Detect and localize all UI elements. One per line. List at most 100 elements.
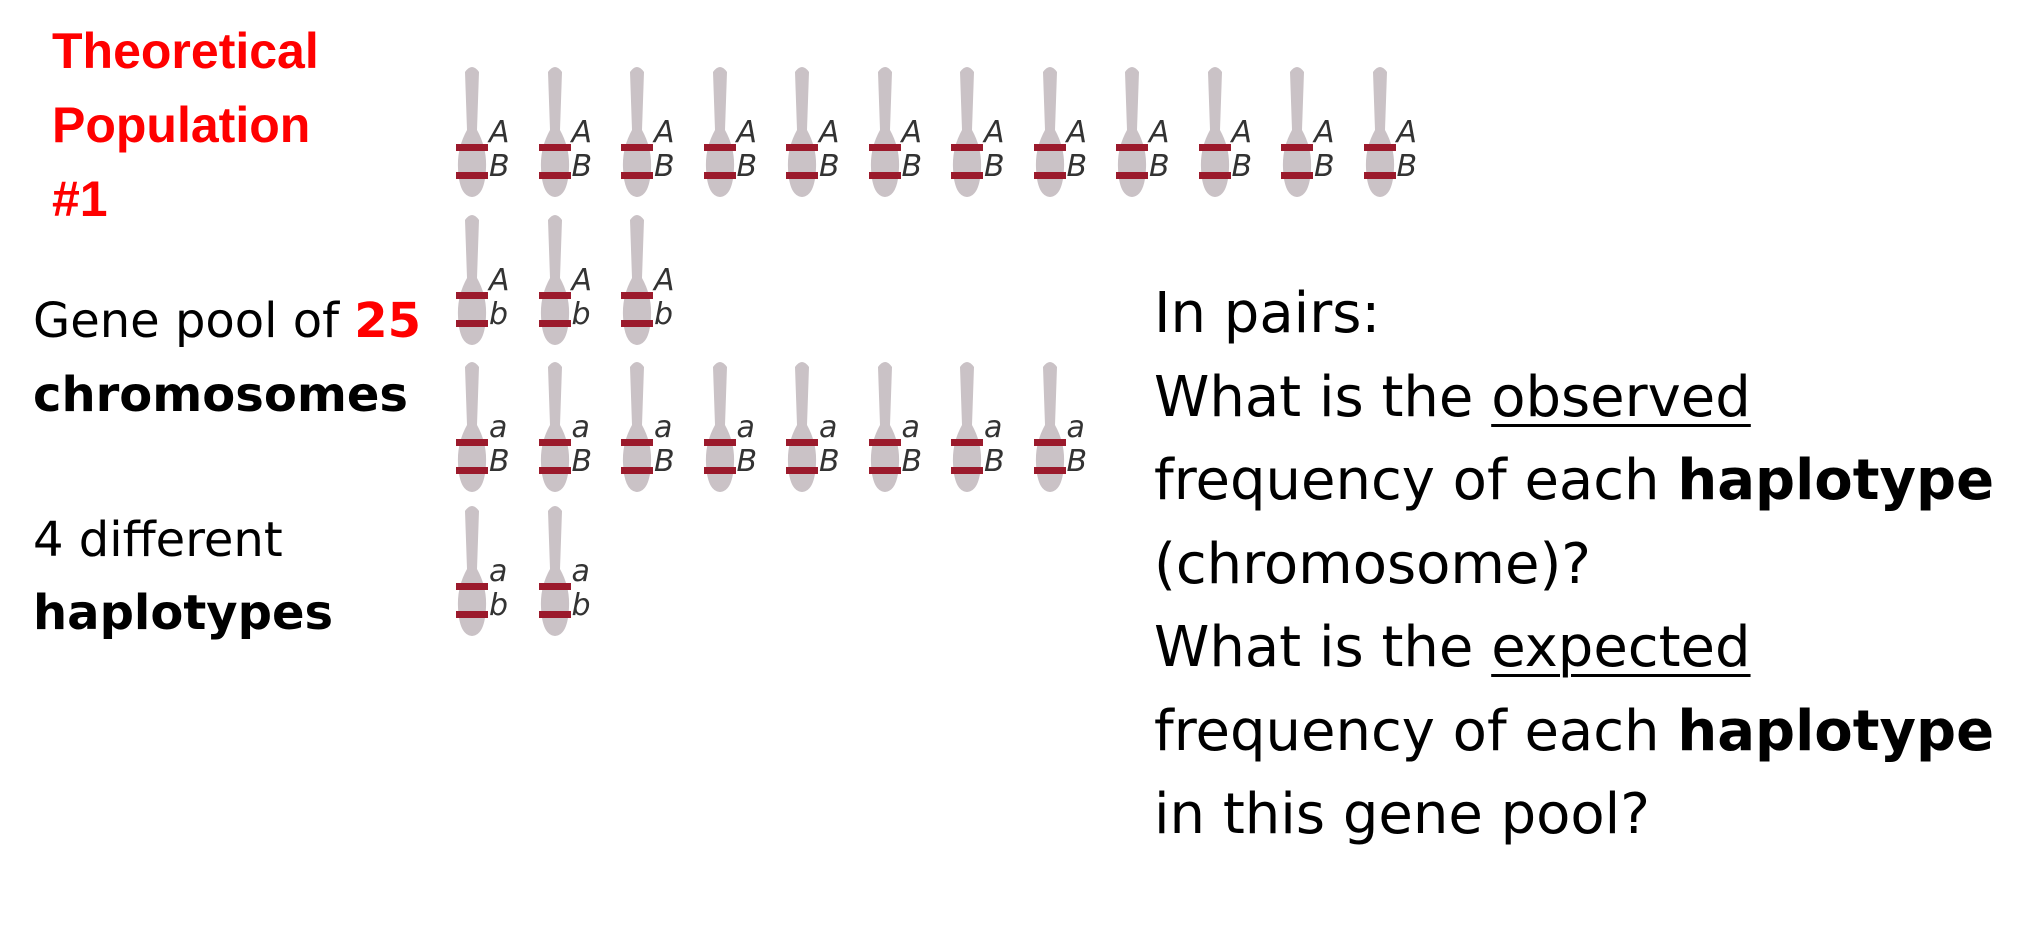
allele-label: A: [489, 115, 510, 150]
question-2-line-2: frequency of each haplotype: [1154, 690, 2014, 774]
question-1-line-2: frequency of each haplotype: [1154, 439, 2014, 523]
allele-label: a: [654, 410, 673, 445]
allele-label: A: [571, 263, 593, 298]
chromosome-icon: [703, 67, 736, 197]
allele-label: a: [901, 410, 920, 445]
allele-label: A: [819, 115, 840, 150]
allele-label: a: [1066, 410, 1085, 445]
chromosome-icon: [621, 67, 653, 197]
question-text: What is the: [1154, 364, 1474, 430]
chromosome-icon: [951, 67, 983, 197]
allele-label: b: [489, 588, 509, 623]
allele-label: b: [654, 297, 674, 332]
allele-label: A: [1314, 115, 1335, 150]
allele-label: A: [984, 115, 1005, 150]
allele-label: B: [1314, 149, 1335, 184]
question-1-line-1: What is the observed: [1154, 356, 2014, 440]
title-line: #1: [52, 171, 108, 227]
haplotype-count-line: 4 different: [33, 512, 283, 568]
chromosome-icon: [868, 362, 901, 492]
allele-label: A: [654, 263, 675, 298]
allele-label: b: [571, 297, 591, 332]
allele-label: b: [571, 588, 591, 623]
chromosome-icon: [1033, 362, 1066, 492]
chromosome-icon: [1363, 67, 1396, 197]
allele-label: B: [901, 444, 923, 479]
chromosome-icon: [1198, 67, 1231, 197]
allele-label: B: [571, 149, 593, 184]
gene-pool-line: Gene pool of 25: [33, 284, 421, 358]
allele-label: A: [1066, 115, 1088, 150]
allele-label: A: [1149, 115, 1170, 150]
allele-label: a: [984, 410, 1003, 445]
allele-label: B: [984, 444, 1005, 479]
question-text: What is the: [1154, 615, 1474, 680]
allele-label: B: [1066, 149, 1088, 184]
chromosome-icon: [538, 67, 571, 197]
gene-pool-count: 25: [354, 293, 422, 349]
observed-term: observed: [1491, 364, 1751, 430]
allele-label: B: [1066, 444, 1088, 479]
chromosome-icon: [538, 362, 571, 492]
allele-label: B: [654, 149, 675, 184]
gene-pool-prefix: Gene pool of: [33, 293, 339, 349]
chromosome-icon: [868, 67, 901, 197]
allele-label: B: [489, 444, 510, 479]
haplotype-label: haplotypes: [33, 585, 334, 641]
chromosome-icon: [456, 362, 488, 492]
allele-label: B: [901, 149, 923, 184]
allele-label: B: [1396, 149, 1418, 184]
chromosome-icon: [703, 362, 736, 492]
allele-label: A: [1396, 115, 1418, 150]
chromosome-icon: [538, 506, 571, 636]
gene-pool-suffix: chromosomes: [33, 367, 408, 423]
allele-label: A: [489, 263, 510, 298]
chromosome-icon: [538, 215, 571, 345]
question-1-line-3: (chromosome)?: [1154, 531, 1592, 597]
chromosome-icon: [1116, 67, 1148, 197]
allele-label: B: [736, 444, 758, 479]
chromosome-icon: [456, 506, 488, 636]
chromosome-icon: [456, 67, 488, 197]
allele-label: A: [901, 115, 923, 150]
title-line: Theoretical: [52, 23, 319, 79]
question-2-line-3: in this gene pool?: [1154, 782, 1650, 847]
chromosome-icon: [621, 362, 653, 492]
chromosome-icon: [1033, 67, 1066, 197]
question-text: frequency of each: [1154, 448, 1660, 513]
allele-label: A: [736, 115, 758, 150]
allele-label: B: [489, 149, 510, 184]
allele-label: B: [819, 444, 840, 479]
allele-label: a: [571, 554, 590, 589]
question-2-line-1: What is the expected: [1154, 606, 2014, 690]
allele-label: B: [736, 149, 758, 184]
haplotype-term: haplotype: [1677, 698, 1995, 764]
allele-label: a: [489, 554, 508, 589]
chromosome-icon: [1281, 67, 1313, 197]
expected-term: expected: [1491, 615, 1751, 680]
question-text: frequency of each: [1154, 698, 1660, 764]
haplotype-term: haplotype: [1677, 448, 1995, 513]
